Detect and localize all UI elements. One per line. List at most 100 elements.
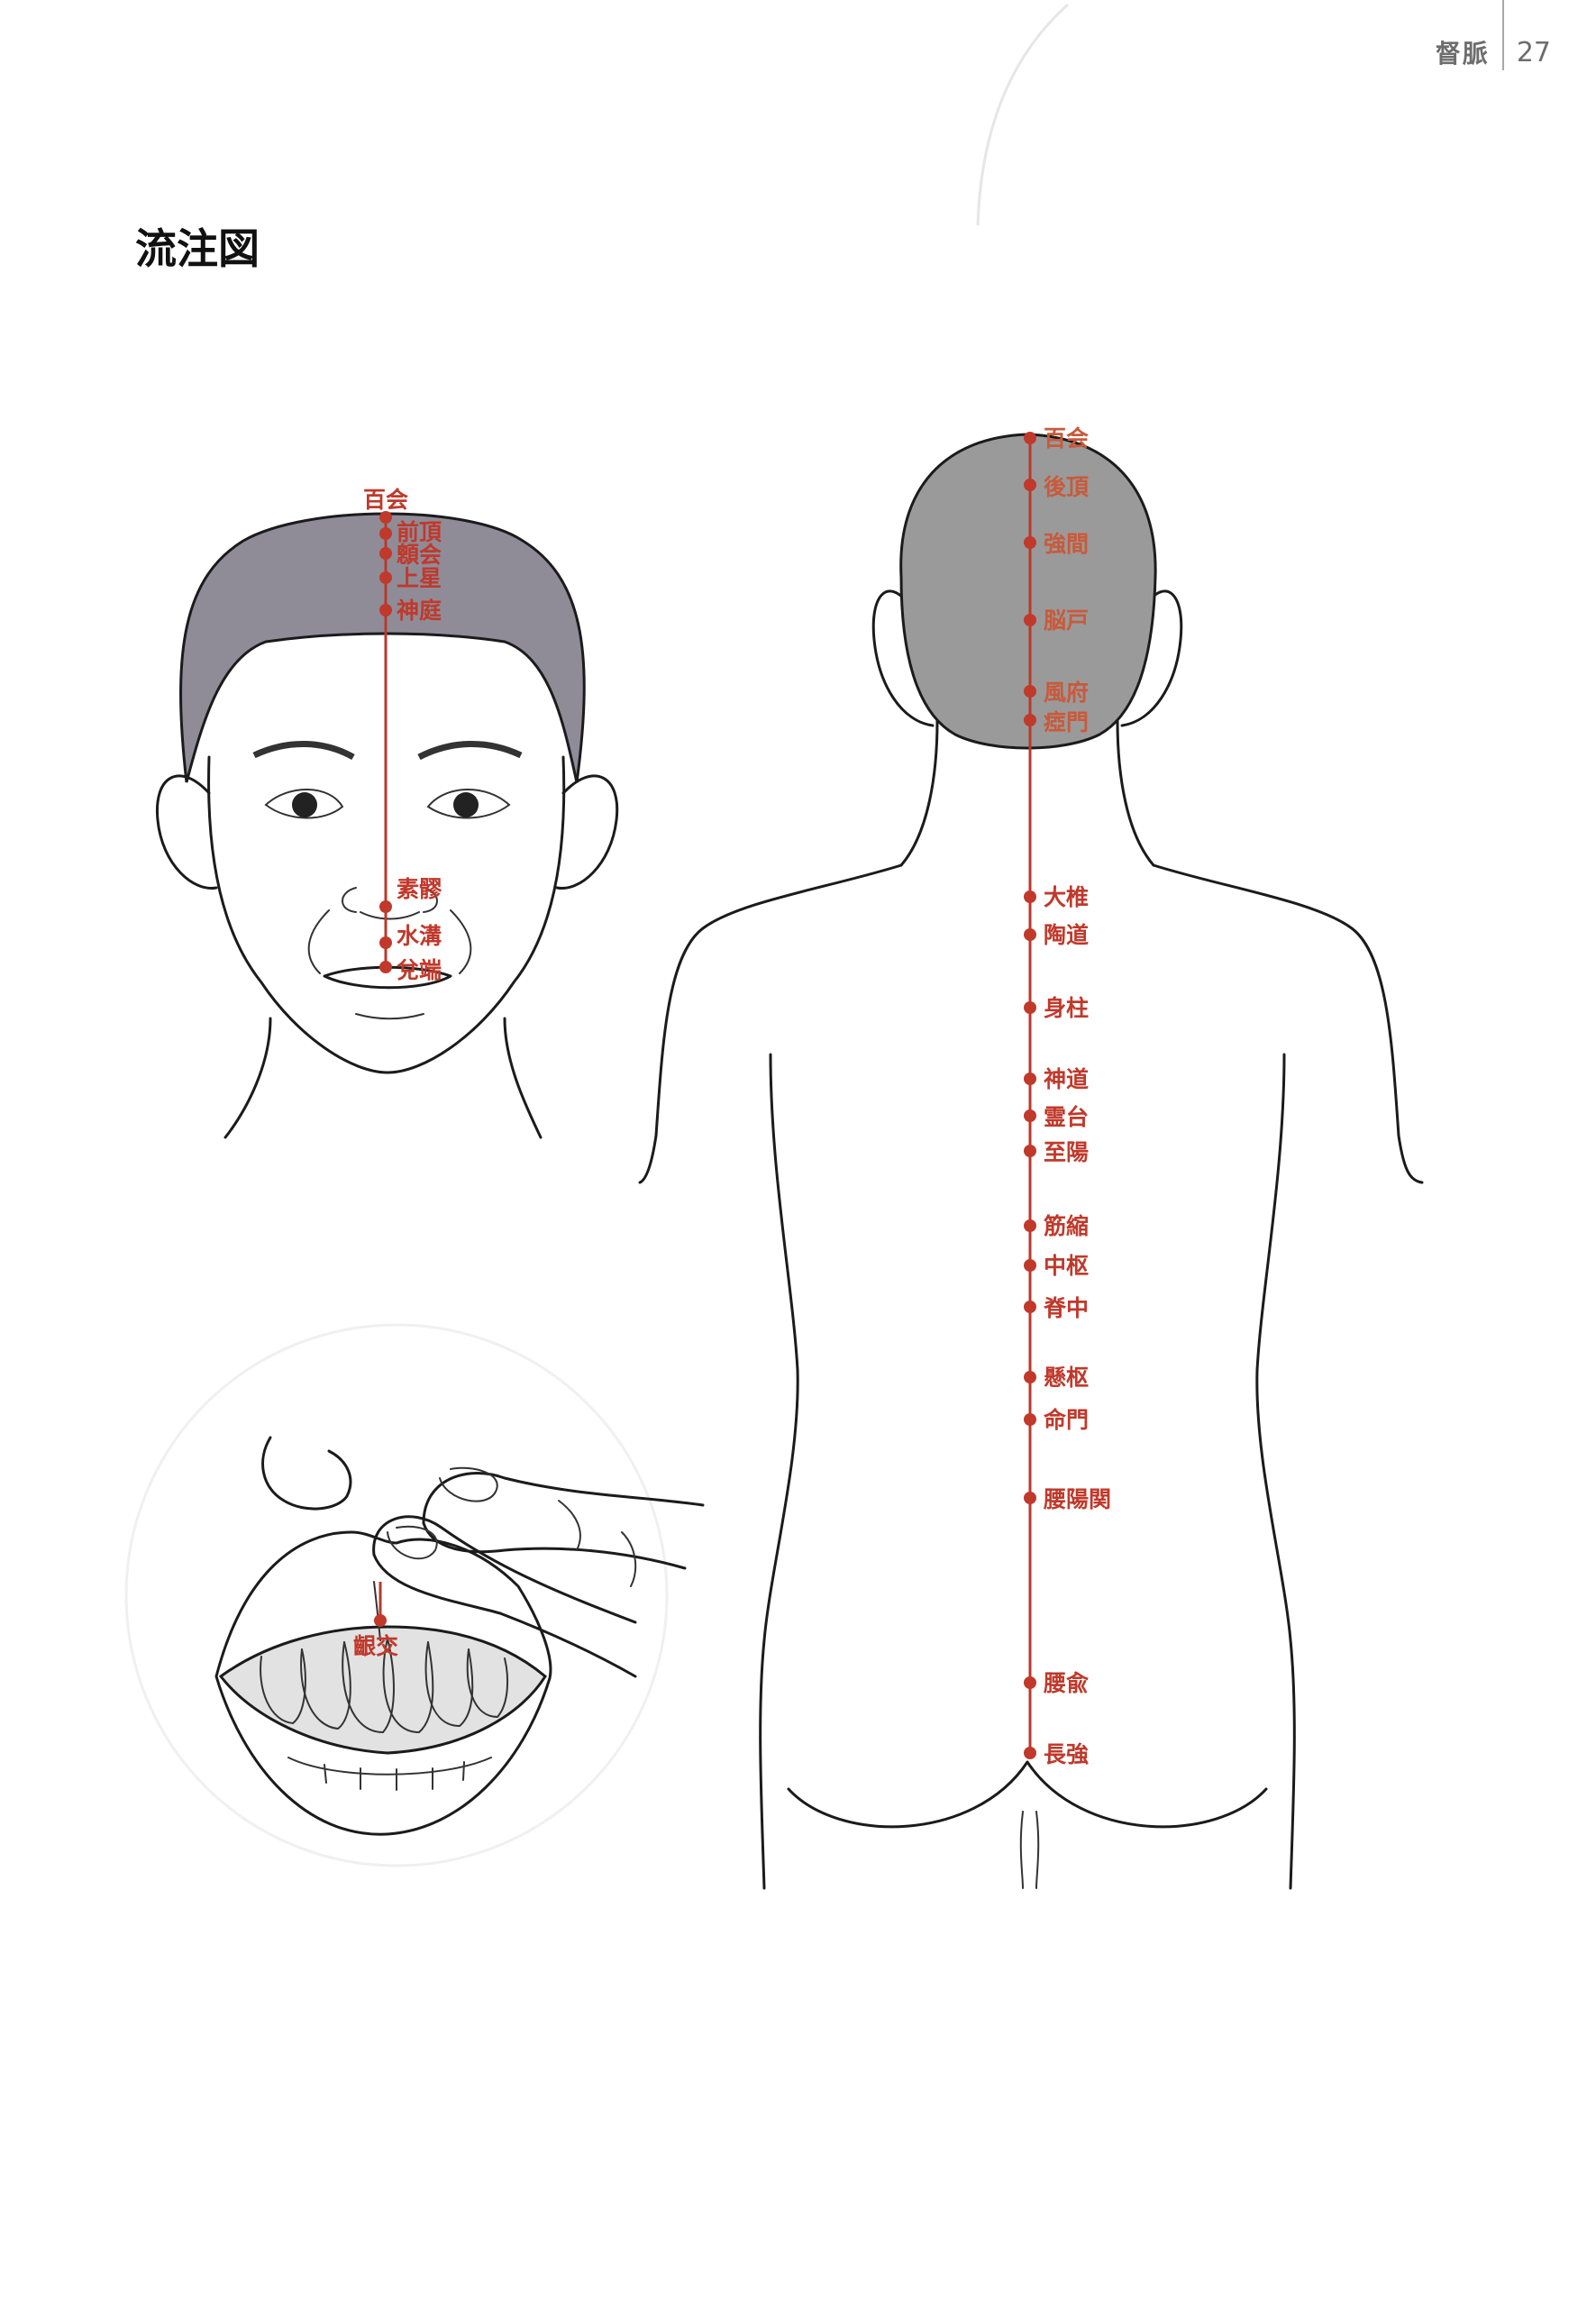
mouth-point-label-0: 齦交	[353, 1633, 398, 1659]
front-neck-left	[223, 1017, 272, 1139]
back-points-layer: 百会後頂強間脳戸風府瘂門大椎陶道身柱神道霊台至陽筋縮中枢脊中懸枢命門腰陽関腰兪長…	[1024, 425, 1111, 1767]
front-right-eyebrow	[417, 741, 523, 761]
back-point-label-2: 強間	[1044, 531, 1089, 557]
front-right-pupil	[453, 792, 479, 817]
page-number: 27	[1516, 36, 1551, 68]
front-left-eye	[264, 789, 344, 819]
front-hair	[179, 512, 586, 783]
front-nose	[342, 887, 438, 920]
chapter-title: 督脈	[1435, 39, 1490, 68]
back-point-label-16: 命門	[1044, 1407, 1089, 1433]
mouth-detail-lips	[214, 1530, 552, 1836]
page-header: 督脈 27	[1435, 0, 1551, 70]
front-point-6	[379, 936, 392, 949]
back-point-label-12: 筋縮	[1044, 1213, 1089, 1239]
front-nasolabial-left	[307, 909, 330, 974]
front-mouth	[323, 965, 452, 990]
back-point-label-0: 百会	[1044, 425, 1089, 452]
back-point-label-1: 後頂	[1044, 474, 1090, 500]
mouth-detail-upper-teeth	[260, 1638, 509, 1734]
back-point-15	[1024, 1371, 1036, 1383]
back-point-label-9: 神道	[1044, 1066, 1089, 1092]
back-point-6	[1024, 890, 1036, 903]
front-right-eye	[426, 789, 511, 819]
mouth-detail-frenulum	[373, 1581, 381, 1641]
front-point-label-0: 百会	[363, 487, 408, 513]
front-point-label-3: 上星	[397, 565, 442, 591]
front-face-figure	[155, 512, 619, 1139]
front-point-1	[379, 527, 392, 540]
front-left-eyebrow	[252, 740, 355, 761]
mouth-detail-circle	[124, 1323, 669, 1867]
front-face-outline	[207, 755, 566, 1074]
front-point-label-7: 兌端	[397, 957, 442, 983]
back-point-17	[1024, 1492, 1036, 1504]
front-point-2	[379, 547, 392, 560]
back-left-ear	[871, 589, 935, 727]
mouth-detail-nose	[261, 1436, 352, 1511]
back-point-2	[1024, 536, 1036, 549]
back-point-10	[1024, 1109, 1036, 1122]
back-point-11	[1024, 1145, 1036, 1157]
back-point-label-8: 身柱	[1044, 995, 1089, 1021]
front-point-7	[379, 961, 392, 973]
back-point-13	[1024, 1259, 1036, 1272]
page-fold-curve	[976, 3, 1070, 226]
back-head	[899, 433, 1157, 750]
back-point-label-18: 腰兪	[1043, 1670, 1089, 1696]
front-point-5	[379, 900, 392, 913]
back-torso-right	[1255, 1053, 1296, 1890]
front-left-pupil	[292, 792, 317, 817]
back-point-3	[1024, 614, 1036, 626]
front-point-3	[379, 571, 392, 584]
front-point-label-5: 素髎	[397, 876, 442, 902]
back-point-12	[1024, 1219, 1036, 1232]
back-left-shoulder-arm	[638, 863, 903, 1184]
back-point-1	[1024, 479, 1036, 491]
back-buttocks	[787, 1760, 1268, 1829]
front-right-ear	[555, 774, 619, 890]
back-point-18	[1024, 1676, 1036, 1689]
back-point-9	[1024, 1073, 1036, 1085]
back-point-label-7: 陶道	[1044, 922, 1089, 948]
front-point-0	[379, 511, 392, 524]
back-point-label-11: 至陽	[1044, 1139, 1089, 1165]
back-point-8	[1024, 1001, 1036, 1014]
back-right-ear	[1120, 589, 1183, 727]
mouth-detail-fingers	[372, 1466, 705, 1678]
back-point-label-5: 瘂門	[1044, 709, 1089, 735]
back-point-label-10: 霊台	[1044, 1104, 1089, 1130]
back-gluteal-cleft	[1019, 1811, 1040, 1889]
mouth-detail-lower-teeth	[287, 1757, 492, 1791]
back-point-0	[1024, 432, 1036, 444]
back-point-16	[1024, 1413, 1036, 1426]
back-point-label-14: 脊中	[1043, 1295, 1089, 1321]
back-point-label-4: 風府	[1044, 680, 1089, 706]
back-point-5	[1024, 714, 1036, 726]
back-point-7	[1024, 928, 1036, 941]
front-point-label-6: 水溝	[397, 923, 442, 949]
back-point-label-15: 懸枢	[1044, 1365, 1089, 1391]
back-point-label-19: 長強	[1044, 1741, 1089, 1767]
back-point-label-6: 大椎	[1044, 884, 1089, 910]
mouth-points-layer: 齦交	[353, 1614, 398, 1659]
section-title: 流注図	[135, 224, 260, 273]
back-point-4	[1024, 685, 1036, 698]
back-point-19	[1024, 1747, 1036, 1759]
header-divider	[1501, 0, 1504, 70]
back-torso-left	[759, 1053, 799, 1890]
back-right-shoulder-arm	[1152, 863, 1424, 1184]
front-nasolabial-right	[450, 909, 472, 974]
front-neck-right	[503, 1017, 543, 1139]
back-point-14	[1024, 1301, 1036, 1313]
back-point-label-13: 中枢	[1044, 1253, 1089, 1279]
mouth-detail-figure	[124, 1323, 705, 1867]
front-left-ear	[155, 774, 218, 890]
back-neck-left	[899, 719, 939, 867]
back-neck-right	[1116, 719, 1155, 867]
front-point-4	[379, 604, 392, 616]
back-point-label-17: 腰陽関	[1043, 1486, 1111, 1512]
mouth-point-0	[374, 1614, 387, 1627]
